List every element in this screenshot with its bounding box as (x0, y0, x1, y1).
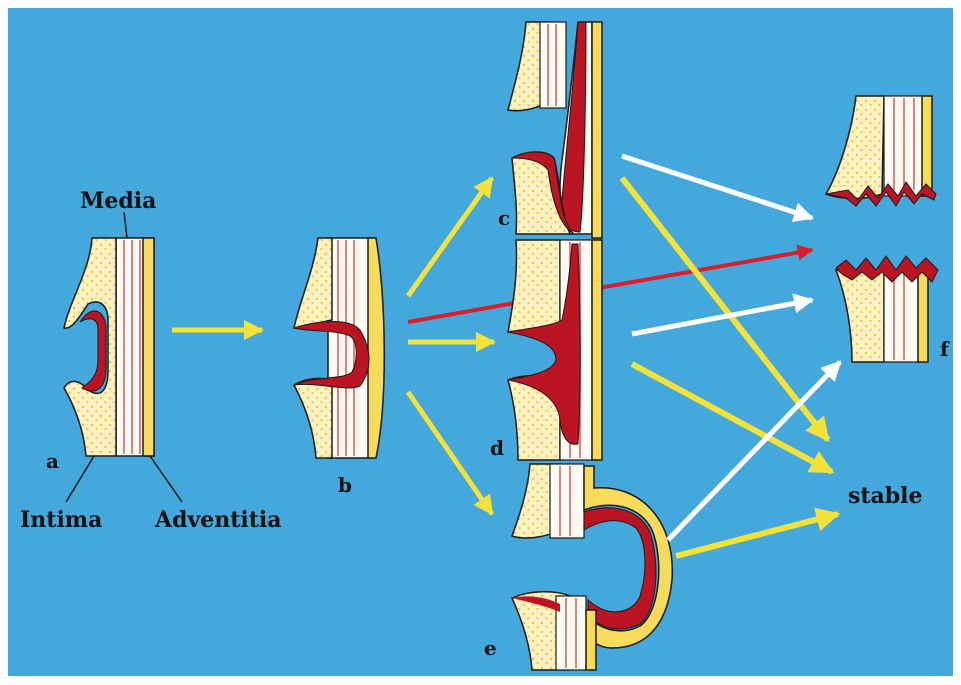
stage-a-adventitia (143, 238, 154, 456)
stage-c-label: c (498, 206, 510, 230)
stage-d-label: d (490, 436, 504, 460)
stage-e-adventitia-lower (586, 610, 596, 670)
stage-f-bottom-vessel (836, 256, 938, 362)
stage-f-label: f (940, 337, 950, 361)
stage-f-bottom-adventitia (918, 270, 928, 362)
stage-c-media-upper (540, 22, 566, 108)
stage-f-bottom-media (884, 270, 918, 362)
stage-e-media-lower (556, 596, 586, 670)
adventitia-label: Adventitia (154, 507, 282, 533)
stage-e-label: e (484, 636, 497, 660)
stable-label: stable (848, 483, 923, 509)
stage-f-top-adventitia (922, 96, 932, 196)
media-label: Media (80, 188, 156, 214)
stage-e-media-upper (550, 464, 584, 538)
stage-d-adventitia (592, 240, 602, 460)
stage-a-label: a (46, 449, 59, 473)
intima-label: Intima (20, 507, 102, 533)
stage-c-adventitia (592, 22, 602, 238)
stage-b-label: b (338, 473, 352, 497)
stage-d-intima-upper (508, 240, 560, 333)
